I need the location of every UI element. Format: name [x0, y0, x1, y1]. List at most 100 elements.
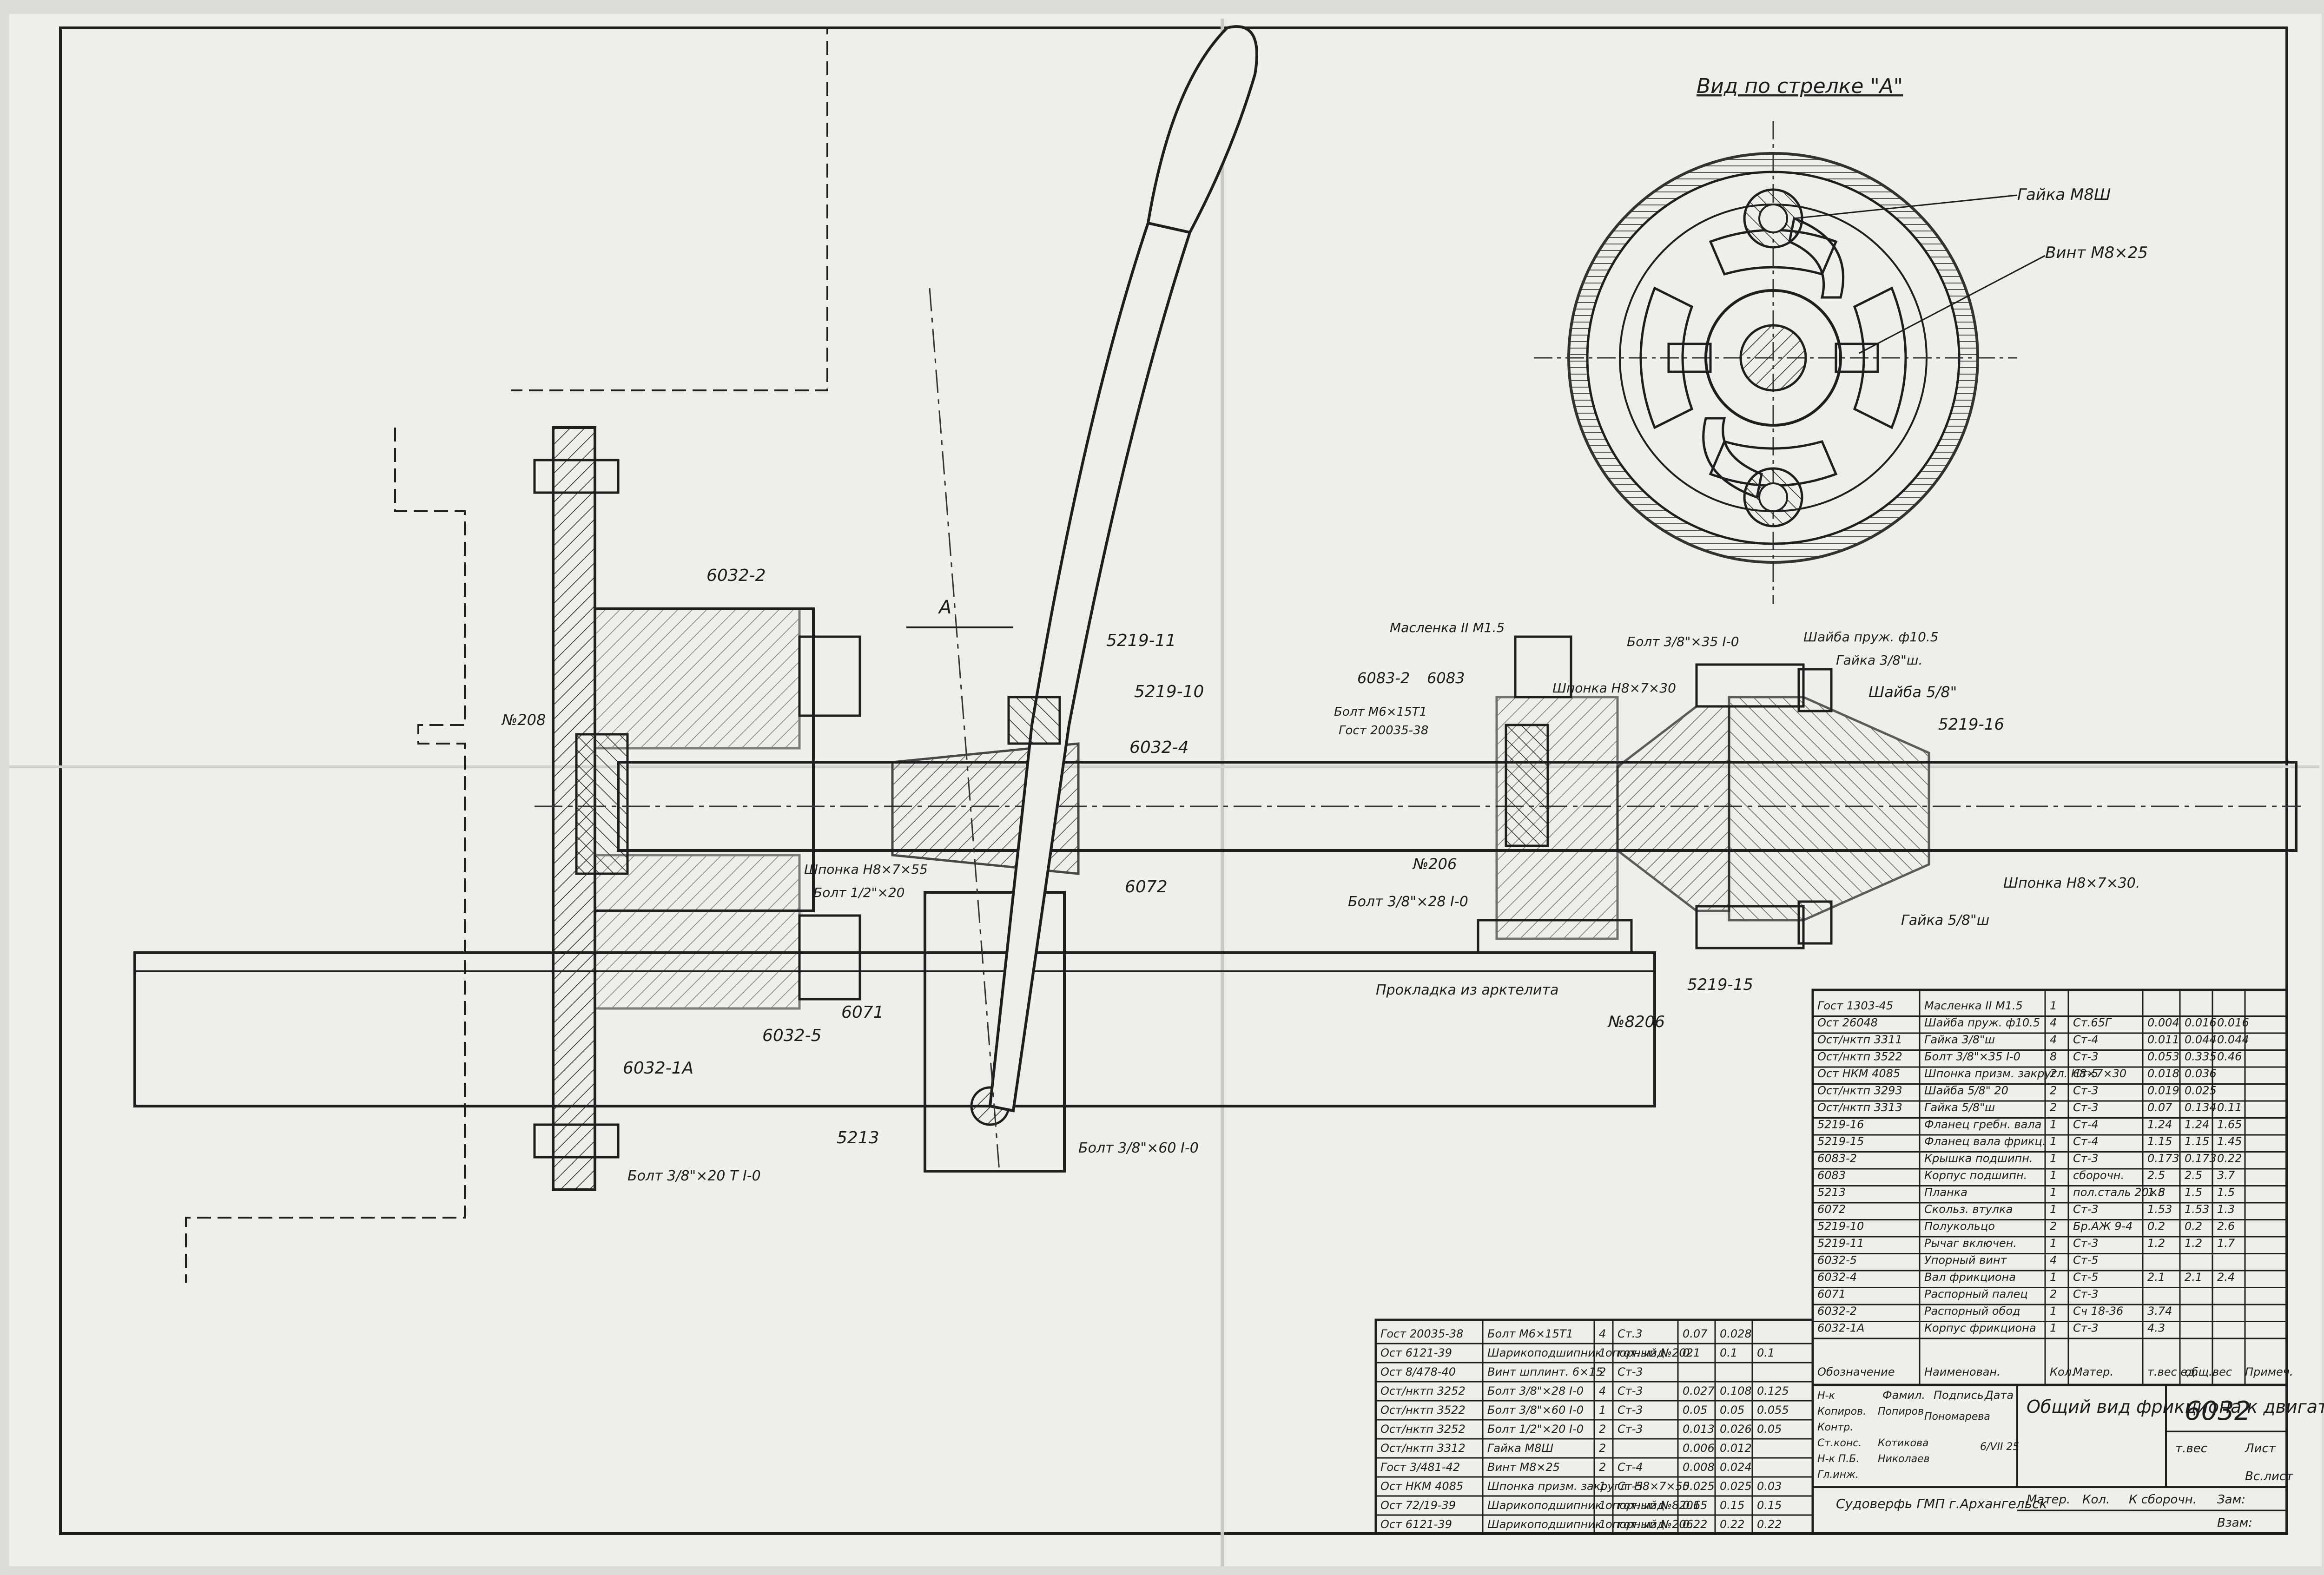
table-cell: Гост 3/481-42 — [1380, 1461, 1460, 1474]
view-a: Вид по стрелке "А" Гайка М8Ш Винт М8×25 — [1534, 74, 2148, 604]
callout-5219-16: 5219-16 — [1938, 715, 2004, 734]
tb-qty: Кол. — [2082, 1493, 2110, 1507]
table-cell: 1 — [1599, 1499, 1606, 1512]
table-cell: Ст-3 — [2073, 1322, 2099, 1335]
table-cell: 0.026 — [1720, 1423, 1752, 1436]
table-cell: 0.019 — [2147, 1084, 2179, 1097]
table-cell: 0.036 — [2185, 1067, 2217, 1080]
table-cell: Ст.3 — [1618, 1327, 1643, 1340]
nut-bottom — [1797, 900, 1833, 945]
table-cell: 1 — [2050, 1169, 2057, 1182]
table-cell: 5219-15 — [1817, 1135, 1864, 1148]
table-cell: Болт 1/2"×20 I-0 — [1487, 1423, 1584, 1436]
tb-replaces: Зам: — [2217, 1493, 2245, 1507]
table-cell: 1.15 — [2185, 1135, 2209, 1148]
table-cell: 5213 — [1817, 1186, 1846, 1199]
table-cell: 2 — [2050, 1067, 2057, 1080]
table-cell: Шайба 5/8" 20 — [1924, 1084, 2008, 1097]
table-cell: Ост 26048 — [1817, 1016, 1878, 1029]
table-cell: пол.сталь 20×8 — [2073, 1186, 2165, 1199]
table-cell: 1 — [2050, 1237, 2057, 1250]
table-cell: 0.025 — [1720, 1480, 1752, 1493]
table-cell: 1.53 — [2147, 1203, 2172, 1216]
table-cell: 1.3 — [2217, 1203, 2235, 1216]
callout-bolt-half: Болт 1/2"×20 — [813, 885, 905, 900]
table-cell: 1.15 — [2147, 1135, 2172, 1148]
callout-bolt-38x20: Болт 3/8"×20 Т I-0 — [627, 1168, 761, 1184]
table-cell: Гост 20035-38 — [1380, 1327, 1463, 1340]
table-cell: 1 — [1599, 1480, 1606, 1493]
callout-screw-m8x25: Винт М8×25 — [2045, 244, 2148, 262]
main-assembly: А — [84, 25, 2301, 1283]
table-cell: 1 — [2050, 1203, 2057, 1216]
table-cell: Ст-3 — [2073, 1101, 2099, 1114]
housing-upper — [594, 607, 801, 750]
table-cell: Ст-3 — [1618, 1404, 1643, 1417]
table-cell: 0.07 — [1683, 1327, 1708, 1340]
callout-6032-2: 6032-2 — [706, 566, 766, 585]
hub-cap — [798, 635, 861, 717]
hub-cap-lower — [798, 914, 861, 1001]
table-cell: Винт М8×25 — [1487, 1461, 1560, 1474]
table-cell: Ст-3 — [1618, 1423, 1643, 1436]
table-cell: 5219-16 — [1817, 1118, 1864, 1131]
table-cell: Гайка 3/8"ш — [1924, 1033, 1995, 1046]
table-cell: 0.013 — [1683, 1423, 1715, 1436]
drawing-frame — [59, 26, 2288, 1535]
table-cell: 1 — [2050, 1322, 2057, 1335]
table-cell: Гайка М8Ш — [1487, 1442, 1553, 1455]
table-cell: 2 — [2050, 1101, 2057, 1114]
table-cell: 2 — [1599, 1461, 1606, 1474]
callout-washer-58: Шайба 5/8" — [1868, 683, 1957, 701]
table-cell: 1 — [2050, 1152, 2057, 1165]
table-cell: Ст-4 — [2073, 1118, 2099, 1131]
tb-col-fam: Фамил. — [1882, 1389, 1925, 1402]
callout-bolt-38x60: Болт 3/8"×60 I-0 — [1078, 1140, 1199, 1156]
table-cell: Скольз. втулка — [1924, 1203, 2013, 1216]
table-cell: Полукольцо — [1924, 1220, 1995, 1233]
tb-date: 6/VII 25 — [1980, 1441, 2019, 1453]
table-cell: 2 — [1599, 1423, 1606, 1436]
table-cell: 5219-11 — [1817, 1237, 1864, 1250]
callout-6071: 6071 — [841, 1003, 884, 1022]
flange-bolt-bottom — [533, 1123, 620, 1159]
callout-bolt-38x28: Болт 3/8"×28 I-0 — [1348, 894, 1468, 910]
table-cell: 0.125 — [1757, 1384, 1789, 1397]
tb-replaced-by: Взам: — [2217, 1516, 2252, 1530]
table-cell: 0.05 — [1683, 1404, 1707, 1417]
table-cell: Гост 1303-45 — [1817, 999, 1893, 1012]
table-cell: Ост/нктп 3311 — [1817, 1033, 1902, 1046]
title-block-role: Контр. — [1817, 1422, 1853, 1433]
title-block-role: Н-к — [1817, 1390, 1835, 1402]
tb-sheet: Лист — [2245, 1442, 2276, 1456]
table-cell: Ост 6121-39 — [1380, 1518, 1452, 1531]
callout-gasket: Прокладка из арктелита — [1376, 982, 1558, 998]
tb-assembly: К сборочн. — [2129, 1493, 2197, 1507]
table-cell: Распорный обод — [1924, 1305, 2020, 1318]
callout-5219-11: 5219-11 — [1106, 631, 1176, 650]
callout-6032-4: 6032-4 — [1129, 738, 1189, 757]
table-cell: 6071 — [1817, 1288, 1846, 1301]
title-block-role: Копиров. — [1817, 1406, 1866, 1417]
tb-factory: Судоверфь ГМП г.Архангельск — [1836, 1496, 2047, 1511]
table-cell: 1 — [2050, 1186, 2057, 1199]
table-cell: 0.008 — [1683, 1461, 1715, 1474]
table-cell: 0.028 — [1720, 1327, 1752, 1340]
table-cell: 1 — [2050, 1135, 2057, 1148]
callout-key-55: Шпонка Н8×7×55 — [804, 862, 928, 877]
callout-bearing-8206: №8206 — [1607, 1013, 1665, 1031]
table-cell: 0.044 — [2217, 1033, 2249, 1046]
table-header-cell: Наименован. — [1924, 1365, 2000, 1378]
callout-nut-m8: Гайка М8Ш — [2017, 185, 2111, 204]
table-cell: Болт М6×15Т1 — [1487, 1327, 1573, 1340]
flange-bolt-top — [533, 459, 620, 494]
table-cell: 1.24 — [2147, 1118, 2172, 1131]
table-cell: Ст-5 — [1618, 1480, 1643, 1493]
table-header-cell: Кол. — [2050, 1365, 2075, 1378]
tb-weight: т.вес — [2175, 1442, 2207, 1456]
table-cell: Ст-3 — [2073, 1084, 2099, 1097]
callout-nut-58: Гайка 5/8"ш — [1901, 912, 1989, 929]
title-block-name: Попиров — [1878, 1406, 1924, 1417]
